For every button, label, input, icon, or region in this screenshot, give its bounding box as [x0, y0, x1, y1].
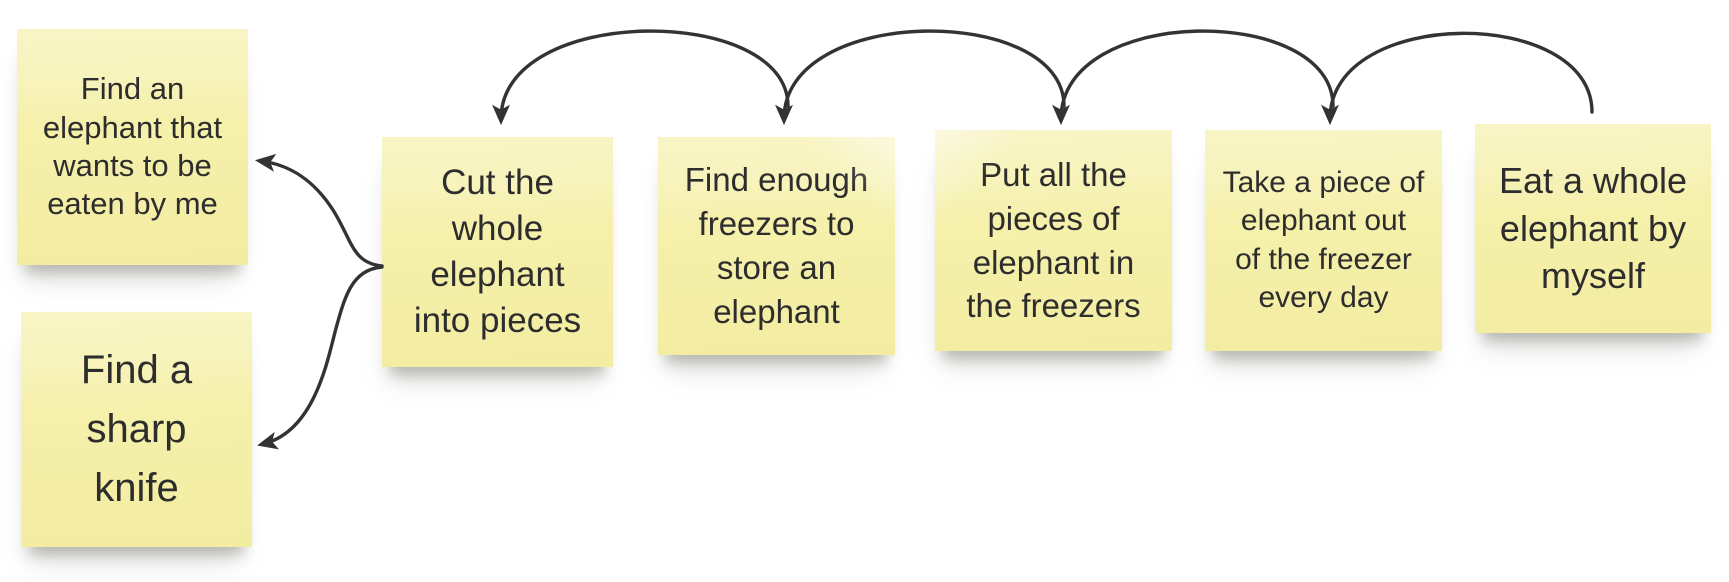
note-text: Take a piece of elephant out of the free… — [1222, 166, 1425, 314]
note-text: Cut the whole elephant into pieces — [413, 162, 582, 341]
note-eat-elephant[interactable]: Eat a whole elephant by myself — [1475, 124, 1711, 333]
note-text: Find a sharp knife — [80, 347, 193, 511]
arrow-store-to-freezers — [775, 29, 1066, 126]
note-text: Eat a whole elephant by myself — [1498, 160, 1688, 297]
note-store-pieces[interactable]: Put all the pieces of elephant in the fr… — [935, 130, 1172, 351]
note-text: Find enough freezers to store an elephan… — [684, 161, 869, 330]
note-text: Find an elephant that wants to be eaten … — [42, 71, 223, 222]
note-find-knife[interactable]: Find a sharp knife — [21, 312, 252, 547]
note-find-freezers[interactable]: Find enough freezers to store an elephan… — [658, 137, 895, 355]
note-find-elephant[interactable]: Find an elephant that wants to be eaten … — [17, 29, 248, 265]
note-cut-elephant[interactable]: Cut the whole elephant into pieces — [382, 137, 613, 367]
arrow-take-to-store — [1052, 29, 1335, 126]
note-take-piece[interactable]: Take a piece of elephant out of the free… — [1205, 130, 1442, 351]
arrow-eat-to-take — [1321, 31, 1594, 126]
note-text: Put all the pieces of elephant in the fr… — [966, 155, 1141, 325]
arrow-freezers-to-cut — [492, 29, 790, 126]
arrow-cut-to-find-elephant — [254, 153, 384, 268]
arrow-cut-to-find-knife — [257, 265, 384, 450]
